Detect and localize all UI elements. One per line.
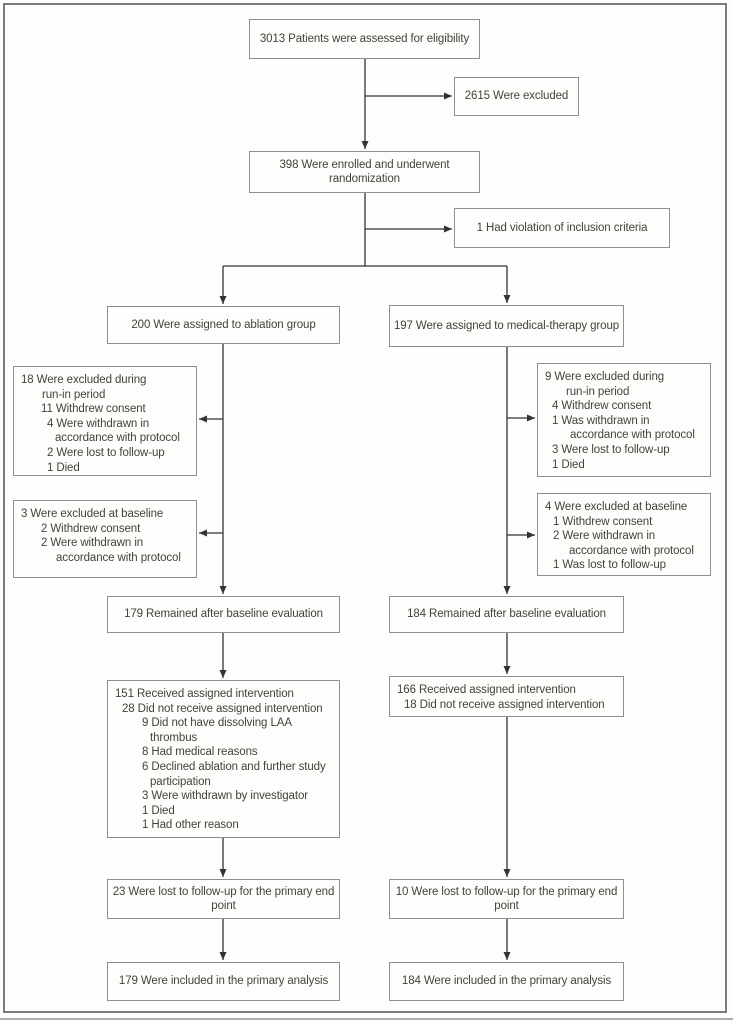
box-line: 1 Was lost to follow-up (553, 559, 666, 572)
box-line: 3 Were withdrawn by investigator (142, 790, 308, 803)
box-line: thrombus (150, 731, 198, 744)
figure-outer-frame (3, 3, 727, 1013)
box-line: accordance with protocol (569, 544, 694, 557)
box-medical-lost-followup: 10 Were lost to follow-up for the primar… (389, 879, 624, 919)
box-ablation-primary-analysis: 179 Were included in the primary analysi… (107, 962, 340, 1001)
box-medical-assigned: 197 Were assigned to medical-therapy gro… (389, 305, 624, 347)
box-ablation-assigned: 200 Were assigned to ablation group (107, 306, 340, 344)
box-line: 9 Did not have dissolving LAA (142, 717, 292, 730)
box-medical-baseline-exclusions: 4 Were excluded at baseline 1 Withdrew c… (537, 493, 711, 576)
box-medical-remained: 184 Remained after baseline evaluation (389, 596, 624, 633)
box-medical-primary-analysis: 184 Were included in the primary analysi… (389, 962, 624, 1001)
box-line: 4 Were withdrawn in (47, 417, 150, 430)
box-medical-intervention: 166 Received assigned intervention 18 Di… (389, 676, 624, 717)
box-line: 1 Died (552, 458, 585, 471)
box-medical-runin-exclusions: 9 Were excluded during run-in period 4 W… (537, 363, 711, 477)
box-line: 1 Withdrew consent (553, 515, 653, 528)
box-line: 4 Withdrew consent (552, 400, 652, 413)
box-line: accordance with protocol (55, 432, 180, 445)
box-line: 9 Were excluded during (545, 371, 665, 383)
box-ablation-lost-followup: 23 Were lost to follow-up for the primar… (107, 879, 340, 919)
box-line: 1 Had other reason (142, 819, 239, 832)
box-line: 4 Were excluded at baseline (545, 501, 688, 513)
box-enrolled-randomized: 398 Were enrolled and underwent randomiz… (249, 151, 480, 193)
box-line: 28 Did not receive assigned intervention (122, 702, 323, 715)
box-eligibility: 3013 Patients were assessed for eligibil… (249, 19, 480, 59)
box-line: 2 Were withdrawn in (553, 530, 656, 543)
box-line: 8 Had medical reasons (142, 746, 258, 759)
box-ablation-intervention: 151 Received assigned intervention 28 Di… (107, 680, 340, 838)
box-line: accordance with protocol (570, 429, 695, 442)
box-line: 18 Did not receive assigned intervention (404, 698, 605, 711)
box-line: participation (150, 775, 211, 788)
box-line: run-in period (566, 385, 630, 398)
box-line: 6 Declined ablation and further study (142, 760, 326, 773)
box-line: 3 Were lost to follow-up (552, 443, 670, 456)
box-line: run-in period (42, 388, 106, 401)
box-line: 2 Were withdrawn in (41, 537, 144, 550)
box-line: 2 Withdrew consent (41, 522, 141, 535)
box-line: 1 Died (142, 804, 175, 817)
box-line: 2 Were lost to follow-up (47, 446, 165, 459)
box-line: accordance with protocol (56, 551, 181, 564)
box-ablation-remained: 179 Remained after baseline evaluation (107, 596, 340, 633)
figure-bottom-rule (0, 1018, 733, 1020)
box-ablation-baseline-exclusions: 3 Were excluded at baseline 2 Withdrew c… (13, 500, 197, 578)
box-excluded: 2615 Were excluded (454, 77, 579, 116)
box-line: 11 Withdrew consent (41, 403, 146, 416)
box-line: 166 Received assigned intervention (397, 684, 576, 696)
box-line: 3 Were excluded at baseline (21, 508, 164, 520)
box-line: 1 Was withdrawn in (552, 414, 650, 427)
box-line: 1 Died (47, 461, 80, 474)
box-line: 18 Were excluded during (21, 374, 147, 386)
box-inclusion-violation: 1 Had violation of inclusion criteria (454, 208, 670, 248)
box-ablation-runin-exclusions: 18 Were excluded during run-in period 11… (13, 366, 197, 476)
box-line: 151 Received assigned intervention (115, 688, 294, 700)
